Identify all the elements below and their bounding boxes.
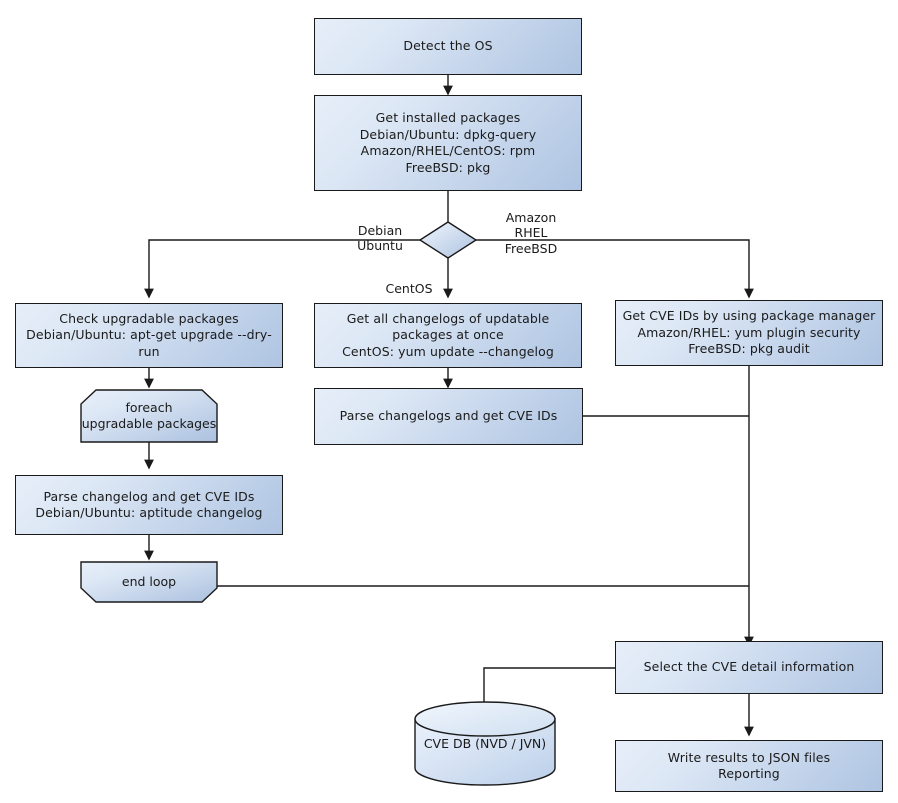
node-detect-os[interactable]: Detect the OS <box>314 18 582 75</box>
edge-decision-debian <box>144 239 420 299</box>
node-get-installed-packages-label: Get installed packages Debian/Ubuntu: dp… <box>359 110 537 175</box>
node-parse-changelogs-label: Parse changelogs and get CVE IDs <box>339 408 558 424</box>
node-check-upgradable-packages[interactable]: Check upgradable packages Debian/Ubuntu:… <box>15 303 283 368</box>
node-select-cve-detail-label: Select the CVE detail information <box>643 659 855 675</box>
edge-label-amazon-rhel-freebsd-text: Amazon RHEL FreeBSD <box>504 209 558 256</box>
end-loop-shape[interactable] <box>80 561 218 603</box>
node-select-cve-detail[interactable]: Select the CVE detail information <box>615 641 883 694</box>
edge-label-debian-ubuntu-text: Debian Ubuntu <box>357 222 403 254</box>
foreach-loop-shape[interactable] <box>80 389 218 443</box>
edge-label-centos: CentOS <box>378 265 440 296</box>
node-parse-changelogs[interactable]: Parse changelogs and get CVE IDs <box>314 388 583 445</box>
node-parse-changelog-single[interactable]: Parse changelog and get CVE IDs Debian/U… <box>15 475 283 535</box>
os-decision-diamond[interactable] <box>418 221 478 259</box>
edge-decision-amazon <box>476 239 754 299</box>
edge-label-amazon-rhel-freebsd: Amazon RHEL FreeBSD <box>486 194 576 256</box>
node-check-upgradable-packages-label: Check upgradable packages Debian/Ubuntu:… <box>26 310 272 359</box>
edge-label-centos-text: CentOS <box>385 280 433 296</box>
edge-cvedb-to-select <box>483 667 615 709</box>
node-get-all-changelogs[interactable]: Get all changelogs of updatable packages… <box>314 303 582 368</box>
edge-label-debian-ubuntu: Debian Ubuntu <box>345 207 415 254</box>
node-get-installed-packages[interactable]: Get installed packages Debian/Ubuntu: dp… <box>314 95 582 191</box>
cve-db-cylinder[interactable] <box>414 701 556 786</box>
node-detect-os-label: Detect the OS <box>403 38 493 54</box>
node-write-results-label: Write results to JSON files Reporting <box>667 749 831 782</box>
node-get-cve-ids-package-manager-label: Get CVE IDs by using package manager Ama… <box>622 308 876 357</box>
node-get-all-changelogs-label: Get all changelogs of updatable packages… <box>342 310 554 359</box>
node-get-cve-ids-package-manager[interactable]: Get CVE IDs by using package manager Ama… <box>615 300 883 366</box>
node-parse-changelog-single-label: Parse changelog and get CVE IDs Debian/U… <box>35 488 263 521</box>
node-write-results[interactable]: Write results to JSON files Reporting <box>615 740 883 792</box>
